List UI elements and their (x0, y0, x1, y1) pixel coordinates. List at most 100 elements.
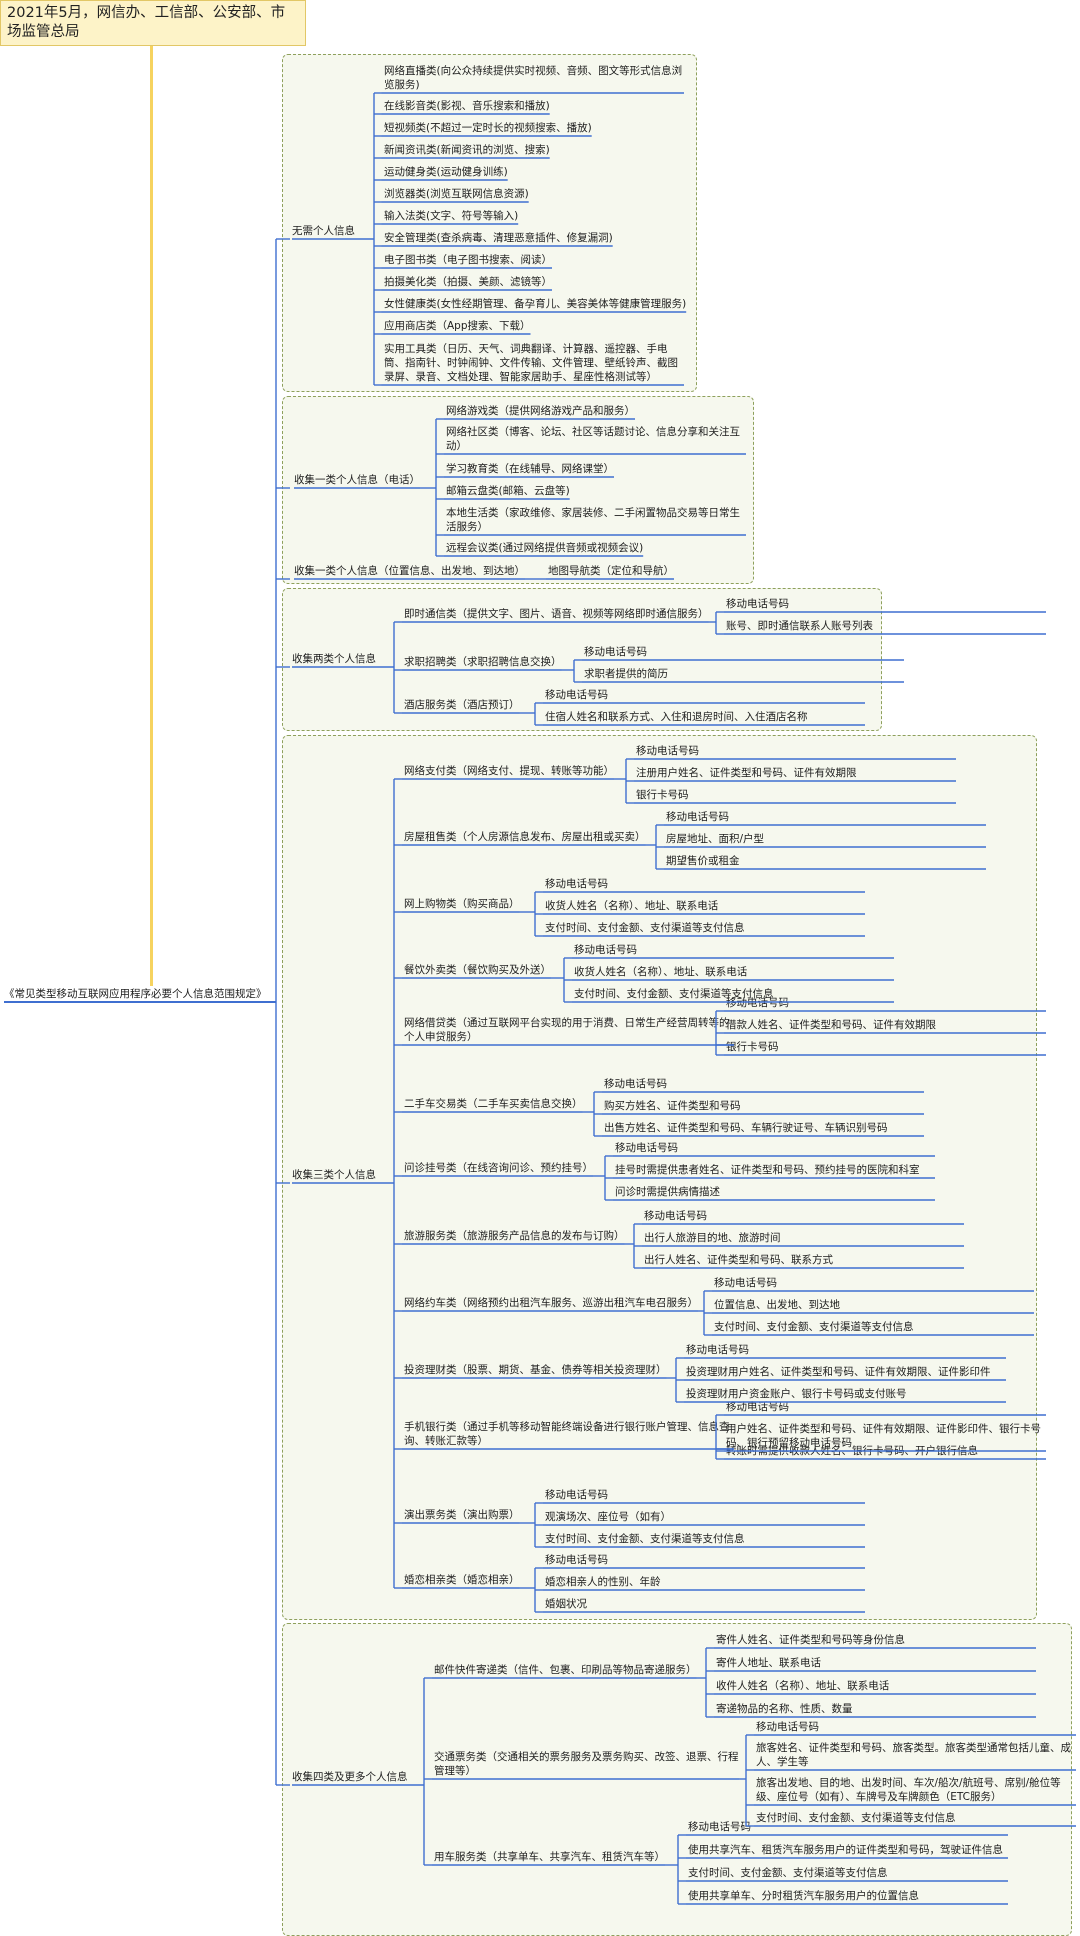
app-category-label[interactable]: 邮箱云盘类(邮箱、云盘等) (446, 485, 570, 497)
info-item-label: 支付时间、支付金额、支付渠道等支付信息 (545, 1533, 745, 1545)
info-item-label: 寄件人地址、联系电话 (716, 1657, 821, 1669)
info-item-label: 移动电话号码 (545, 1489, 608, 1501)
app-category-label[interactable]: 浏览器类(浏览互联网信息资源) (384, 188, 529, 200)
info-item-label: 移动电话号码 (584, 646, 647, 658)
app-category-label[interactable]: 远程会议类(通过网络提供音频或视频会议) (446, 542, 644, 554)
app-category-label[interactable]: 求职招聘类（求职招聘信息交换） (404, 656, 562, 668)
info-item-label: 位置信息、出发地、到达地 (714, 1299, 840, 1311)
info-item-label: 购买方姓名、证件类型和号码 (604, 1100, 741, 1112)
group-box (282, 396, 754, 584)
app-category-label[interactable]: 拍摄美化类（拍摄、美颜、滤镜等） (384, 276, 552, 288)
info-item-label: 移动电话号码 (644, 1210, 707, 1222)
app-category-label[interactable]: 新闻资讯类(新闻资讯的浏览、搜索) (384, 144, 550, 156)
info-item-label: 移动电话号码 (574, 944, 637, 956)
app-category-label[interactable]: 网上购物类（购买商品） (404, 898, 520, 910)
app-category-label[interactable]: 演出票务类（演出购票） (404, 1509, 520, 1521)
info-item-label: 移动电话号码 (726, 1401, 789, 1413)
category-label[interactable]: 收集一类个人信息（位置信息、出发地、到达地） (294, 565, 525, 577)
info-item-label: 使用共享汽车、租赁汽车服务用户的证件类型和号码，驾驶证件信息 (688, 1844, 1003, 1856)
app-category-label[interactable]: 本地生活类（家政维修、家居装修、二手闲置物品交易等日常生活服务） (446, 507, 740, 533)
category-label[interactable]: 无需个人信息 (292, 225, 355, 237)
app-category-label[interactable]: 邮件快件寄递类（信件、包裹、印刷品等物品寄递服务） (434, 1664, 697, 1676)
app-category-label[interactable]: 二手车交易类（二手车买卖信息交换） (404, 1098, 583, 1110)
app-category-label[interactable]: 网络借贷类（通过互联网平台实现的用于消费、日常生产经营周转等的个人申贷服务） (404, 1017, 730, 1043)
app-category-label[interactable]: 网络约车类（网络预约出租汽车服务、巡游出租汽车电召服务） (404, 1297, 698, 1309)
app-category-label[interactable]: 交通票务类（交通相关的票务服务及票务购买、改签、退票、行程管理等） (434, 1751, 739, 1777)
app-category-label[interactable]: 应用商店类（App搜索、下载） (384, 320, 531, 332)
app-category-label[interactable]: 网络支付类（网络支付、提现、转账等功能） (404, 765, 614, 777)
info-item-label: 账号、即时通信联系人账号列表 (726, 620, 873, 632)
info-item-label: 支付时间、支付金额、支付渠道等支付信息 (756, 1812, 956, 1824)
app-category-label[interactable]: 输入法类(文字、符号等输入) (384, 210, 519, 222)
app-category-label[interactable]: 安全管理类(查杀病毒、清理恶意插件、修复漏洞) (384, 232, 613, 244)
app-category-label[interactable]: 房屋租售类（个人房源信息发布、房屋出租或买卖） (404, 831, 646, 843)
app-category-label[interactable]: 运动健身类(运动健身训练) (384, 166, 508, 178)
app-category-label[interactable]: 网络社区类（博客、论坛、社区等话题讨论、信息分享和关注互动） (446, 426, 740, 452)
info-item-label: 注册用户姓名、证件类型和号码、证件有效期限 (636, 767, 857, 779)
note-connector (150, 46, 153, 986)
app-category-label[interactable]: 问诊挂号类（在线咨询问诊、预约挂号） (404, 1162, 593, 1174)
info-item-label: 借款人姓名、证件类型和号码、证件有效期限 (726, 1019, 936, 1031)
info-item-label: 移动电话号码 (545, 1554, 608, 1566)
app-category-label[interactable]: 学习教育类（在线辅导、网络课堂） (446, 463, 614, 475)
info-item-label: 收件人姓名（名称）、地址、联系电话 (716, 1680, 890, 1692)
info-item-label: 婚姻状况 (545, 1598, 587, 1610)
category-label[interactable]: 收集一类个人信息（电话） (294, 474, 420, 486)
root-underline (4, 1001, 276, 1003)
info-item-label: 收货人姓名（名称）、地址、联系电话 (545, 900, 719, 912)
app-category-label[interactable]: 电子图书类（电子图书搜索、阅读） (384, 254, 552, 266)
info-item-label: 收货人姓名（名称）、地址、联系电话 (574, 966, 748, 978)
info-item-label: 使用共享单车、分时租赁汽车服务用户的位置信息 (688, 1890, 919, 1902)
category-label[interactable]: 收集两类个人信息 (292, 653, 376, 665)
category-label[interactable]: 收集四类及更多个人信息 (292, 1771, 408, 1783)
info-item-label: 问诊时需提供病情描述 (615, 1186, 720, 1198)
info-item-label: 支付时间、支付金额、支付渠道等支付信息 (545, 922, 745, 934)
info-item-label: 移动电话号码 (604, 1078, 667, 1090)
info-item-label: 移动电话号码 (666, 811, 729, 823)
note-callout: 2021年5月，网信办、工信部、公安部、市场监管总局 (0, 0, 306, 46)
info-item-label: 移动电话号码 (686, 1344, 749, 1356)
info-item-label: 移动电话号码 (726, 997, 789, 1009)
app-category-label[interactable]: 用车服务类（共享单车、共享汽车、租赁汽车等） (434, 1851, 665, 1863)
info-item-label: 移动电话号码 (756, 1721, 819, 1733)
info-item-label: 求职者提供的简历 (584, 668, 668, 680)
info-item-label: 移动电话号码 (726, 598, 789, 610)
app-category-label[interactable]: 实用工具类（日历、天气、词典翻译、计算器、遥控器、手电筒、指南针、时钟闹钟、文件… (384, 343, 678, 383)
category-label[interactable]: 收集三类个人信息 (292, 1169, 376, 1181)
app-category-label[interactable]: 即时通信类（提供文字、图片、语音、视频等网络即时通信服务） (404, 608, 709, 620)
app-category-label[interactable]: 网络直播类(向公众持续提供实时视频、音频、图文等形式信息浏览服务) (384, 65, 683, 91)
app-category-label[interactable]: 女性健康类(女性经期管理、备孕育儿、美容美体等健康管理服务) (384, 298, 687, 310)
app-category-label[interactable]: 网络游戏类（提供网络游戏产品和服务） (446, 405, 635, 417)
app-category-label[interactable]: 酒店服务类（酒店预订） (404, 699, 520, 711)
app-category-label[interactable]: 婚恋相亲类（婚恋相亲） (404, 1574, 520, 1586)
info-item-label: 旅客姓名、证件类型和号码、旅客类型。旅客类型通常包括儿童、成人、学生等 (756, 1742, 1071, 1768)
info-item-label: 移动电话号码 (714, 1277, 777, 1289)
app-category-label[interactable]: 旅游服务类（旅游服务产品信息的发布与订购） (404, 1230, 625, 1242)
app-category-label[interactable]: 短视频类(不超过一定时长的视频搜索、播放) (384, 122, 592, 134)
app-category-label[interactable]: 在线影音类(影视、音乐搜索和播放) (384, 100, 550, 112)
info-item-label: 银行卡号码 (636, 789, 689, 801)
info-item-label: 移动电话号码 (545, 689, 608, 701)
app-category-label[interactable]: 地图导航类（定位和导航） (548, 565, 674, 577)
app-category-label[interactable]: 投资理财类（股票、期货、基金、债券等相关投资理财） (404, 1364, 667, 1376)
info-item-label: 移动电话号码 (688, 1821, 751, 1833)
info-item-label: 移动电话号码 (615, 1142, 678, 1154)
info-item-label: 房屋地址、面积/户型 (666, 833, 765, 845)
info-item-label: 银行卡号码 (726, 1041, 779, 1053)
app-category-label[interactable]: 手机银行类（通过手机等移动智能终端设备进行银行账户管理、信息查询、转账汇款等） (404, 1421, 730, 1447)
group-box (282, 54, 697, 392)
info-item-label: 婚恋相亲人的性别、年龄 (545, 1576, 661, 1588)
info-item-label: 支付时间、支付金额、支付渠道等支付信息 (688, 1867, 888, 1879)
info-item-label: 用户姓名、证件类型和号码、证件有效期限、证件影印件、银行卡号码、银行预留移动电话… (726, 1423, 1041, 1449)
info-item-label: 移动电话号码 (636, 745, 699, 757)
info-item-label: 寄件人姓名、证件类型和号码等身份信息 (716, 1634, 905, 1646)
info-item-label: 支付时间、支付金额、支付渠道等支付信息 (574, 988, 774, 1000)
info-item-label: 住宿人姓名和联系方式、入住和退房时间、入住酒店名称 (545, 711, 808, 723)
info-item-label: 投资理财用户姓名、证件类型和号码、证件有效期限、证件影印件 (686, 1366, 991, 1378)
app-category-label[interactable]: 餐饮外卖类（餐饮购买及外送） (404, 964, 551, 976)
note-text: 2021年5月，网信办、工信部、公安部、市场监管总局 (7, 5, 286, 40)
info-item-label: 支付时间、支付金额、支付渠道等支付信息 (714, 1321, 914, 1333)
info-item-label: 出行人姓名、证件类型和号码、联系方式 (644, 1254, 833, 1266)
root-topic[interactable]: 《常见类型移动互联网应用程序必要个人信息范围规定》 (4, 988, 267, 1000)
